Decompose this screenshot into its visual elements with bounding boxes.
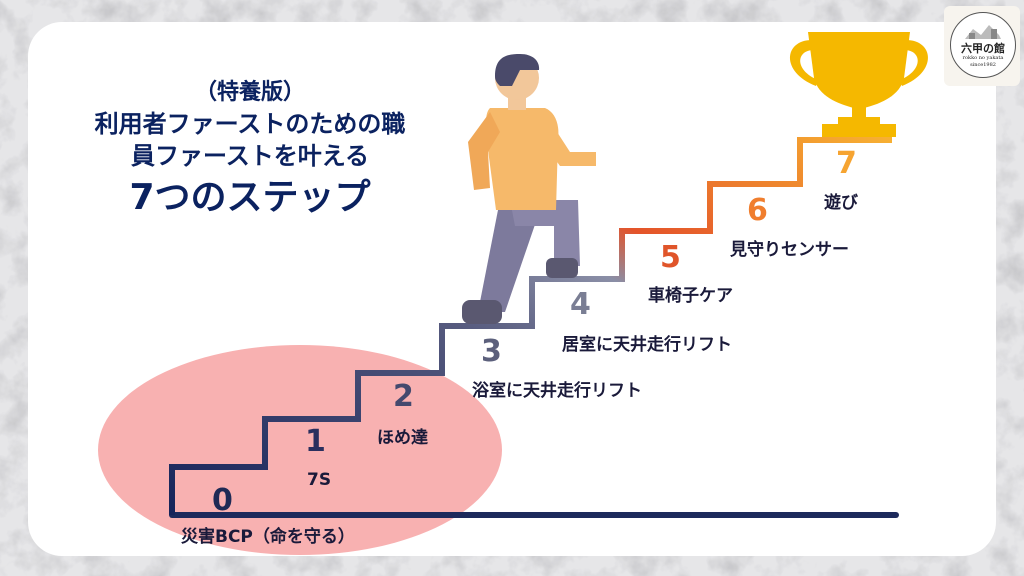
step-label-5: 車椅子ケア (648, 286, 733, 306)
step-label-7: 遊び (824, 193, 858, 213)
step-label-4: 居室に天井走行リフト (562, 335, 732, 355)
title-line-1: 利用者ファーストのための職 (94, 110, 406, 138)
title-main: 7つのステップ (129, 177, 371, 218)
step-label-0: 災害BCP（命を守る） (181, 527, 355, 547)
step-number-5: 5 (660, 240, 681, 275)
trophy-icon (790, 32, 928, 137)
step-number-3: 3 (481, 334, 502, 369)
step-number-7: 7 (836, 146, 857, 181)
step-label-2: ほめ達 (377, 428, 428, 448)
step-number-4: 4 (570, 287, 591, 322)
highlight-ellipse (98, 345, 502, 555)
title-line-2: 員ファーストを叶える (130, 142, 370, 170)
logo-seal-icon: 六甲の館 rokko no yakata since1982 (950, 12, 1016, 78)
logo: 六甲の館 rokko no yakata since1982 (944, 6, 1020, 86)
step-number-2: 2 (393, 379, 414, 414)
step-number-6: 6 (747, 193, 768, 228)
step-label-1: 7S (307, 470, 332, 490)
logo-since: since1982 (970, 62, 996, 68)
staircase-line (169, 137, 892, 515)
step-label-3: 浴室に天井走行リフト (472, 381, 642, 401)
step-number-1: 1 (305, 424, 326, 459)
logo-name: 六甲の館 (961, 42, 1005, 55)
logo-roman: rokko no yakata (962, 55, 1004, 61)
step-number-0: 0 (212, 483, 233, 518)
title-sub: （特養版） (194, 80, 305, 105)
step-label-6: 見守りセンサー (730, 240, 849, 260)
diagram-title: （特養版） 利用者ファーストのための職 員ファーストを叶える 7つのステップ (60, 78, 440, 222)
person-climbing-icon (462, 54, 596, 324)
